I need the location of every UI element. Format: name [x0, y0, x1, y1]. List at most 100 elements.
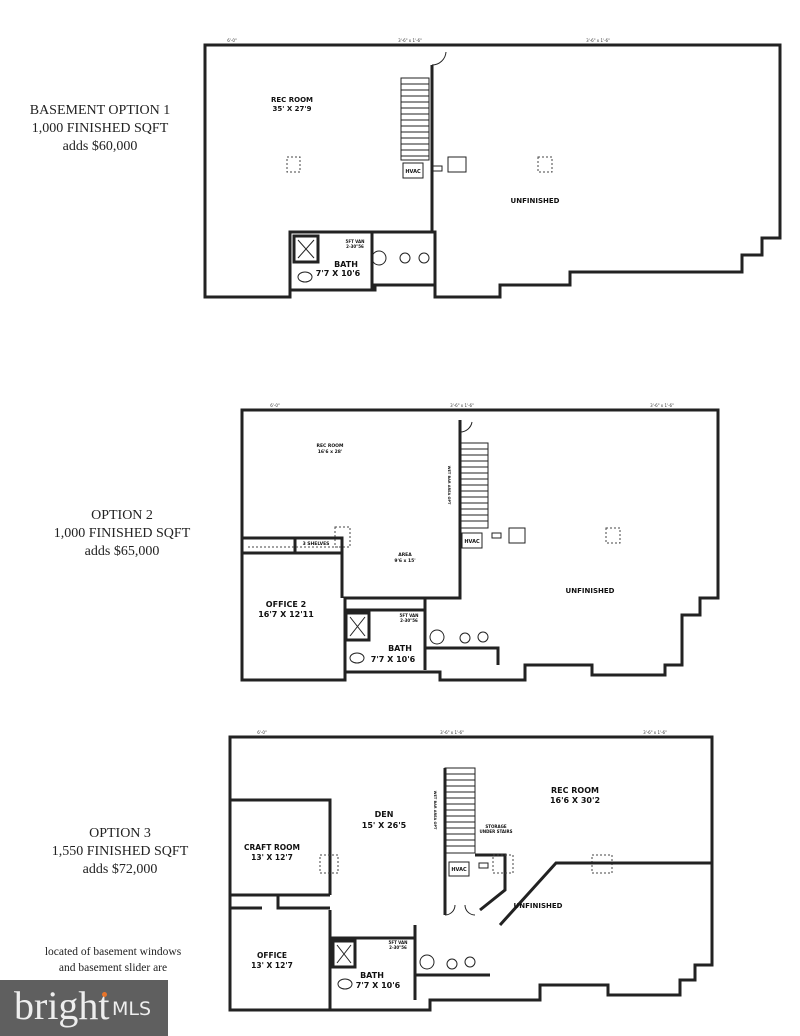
exterior-wall	[228, 735, 714, 1012]
window-dimension: 6'-0"	[270, 403, 280, 408]
toilet	[349, 652, 365, 664]
closet-walls	[242, 536, 344, 598]
water-heater	[491, 532, 502, 539]
hvac-label: HVAC	[405, 169, 421, 175]
bath-walls	[345, 598, 500, 670]
bath-label: BATH	[388, 644, 412, 653]
option-area: 1,000 FINISHED SQFT	[53, 526, 191, 541]
vanity-dimensions: 2-30"56	[346, 244, 364, 249]
office-label: OFFICE 2	[266, 600, 306, 609]
den-dimensions: 15' X 26'5	[362, 821, 407, 830]
rec-room-label: REC ROOM	[551, 786, 599, 795]
floor-plan-option-3: HVAC DEN 15' X 26'5 REC ROOM 16'6 X 30'2…	[228, 730, 714, 1012]
option-1-caption: BASEMENT OPTION 1 1,000 FINISHED SQFT ad…	[20, 102, 180, 156]
logo-brand: bright	[14, 983, 110, 1028]
hvac-unit	[402, 162, 424, 179]
wet-bar-label: WET BAR AREA OPT	[447, 466, 451, 505]
logo-suffix: MLS	[112, 998, 152, 1020]
door-swing	[459, 421, 473, 433]
window-dimension: 6'-0"	[257, 730, 267, 735]
craft-room-label: CRAFT ROOM	[244, 843, 300, 852]
option-3-caption: OPTION 3 1,550 FINISHED SQFT adds $72,00…	[40, 825, 200, 879]
support-column	[492, 854, 514, 874]
storage-label: STORAGE	[485, 824, 506, 829]
window-dimension: 3'-6" x 1'-6"	[440, 730, 464, 735]
area-label: AREA	[398, 552, 412, 558]
shower	[292, 234, 320, 264]
option-title: OPTION 2	[91, 508, 153, 523]
wet-bar-label: WET BAR AREA OPT	[433, 791, 437, 830]
window-dimension: 3'-6" x 1'-6"	[643, 730, 667, 735]
vanity-dimensions: 2-30"56	[400, 618, 418, 623]
craft-room-walls	[230, 798, 332, 910]
sump-pit	[371, 250, 387, 266]
bath-dimensions: 7'7 X 10'6	[371, 655, 416, 664]
shower	[344, 611, 371, 642]
door-swing	[444, 904, 476, 916]
den-label: DEN	[375, 810, 394, 819]
toilet	[297, 271, 313, 283]
office-dimensions: 13' X 12'7	[251, 961, 293, 970]
window-dimension: 6'-0"	[227, 38, 237, 43]
bath-walls	[288, 230, 437, 290]
hvac-unit	[448, 861, 470, 877]
rec-room-dimensions: 35' X 27'9	[273, 105, 312, 113]
rec-room-dimensions: 16'6 x 28'	[318, 449, 342, 455]
craft-room-dimensions: 13' X 12'7	[251, 853, 293, 862]
door-swing	[431, 51, 447, 66]
office-dimensions: 16'7 X 12'11	[258, 610, 314, 619]
water-heater	[432, 165, 443, 172]
ejector	[464, 956, 476, 968]
option-area: 1,000 FINISHED SQFT	[31, 121, 169, 136]
option-title: OPTION 3	[89, 826, 151, 841]
sump-pit	[419, 954, 435, 970]
note-line: located of basement windows	[44, 946, 182, 958]
unfinished-label: UNFINISHED	[511, 197, 560, 205]
hvac-label: HVAC	[464, 539, 480, 545]
ejector	[418, 252, 430, 264]
bath-walls	[330, 925, 490, 1000]
sump-pit	[429, 629, 445, 645]
area-dimensions: 9'6 x 15'	[394, 558, 415, 564]
storage-label: UNDER STAIRS	[480, 829, 513, 834]
drain	[459, 632, 471, 644]
rec-room-dimensions: 16'6 X 30'2	[550, 796, 600, 805]
bright-mls-logo: bright MLS	[0, 980, 168, 1036]
vanity-label: 5FT VAN	[389, 940, 408, 945]
unfinished-label: UNFINISHED	[514, 902, 563, 910]
option-price: adds $72,000	[82, 862, 158, 877]
option-2-caption: OPTION 2 1,000 FINISHED SQFT adds $65,00…	[42, 507, 202, 561]
bath-label: BATH	[334, 260, 358, 269]
rec-room-label: REC ROOM	[316, 443, 344, 449]
interior-wall	[343, 420, 462, 672]
ejector	[477, 631, 489, 643]
toilet	[337, 978, 353, 990]
support-column	[286, 156, 301, 173]
windows-note: located of basement windows and basement…	[38, 944, 188, 976]
drain	[399, 252, 411, 264]
office-label: OFFICE	[257, 951, 287, 960]
window-dimension: 3'-6" x 1'-6"	[586, 38, 610, 43]
bath-dimensions: 7'7 X 10'6	[316, 269, 361, 278]
staircase	[400, 77, 430, 161]
staircase	[459, 442, 489, 529]
support-column	[537, 156, 553, 173]
rec-room-label: REC ROOM	[271, 96, 313, 104]
staircase	[444, 767, 476, 854]
window-dimension: 3'-6" x 1'-6"	[650, 403, 674, 408]
water-heater	[478, 862, 489, 869]
bath-label: BATH	[360, 971, 384, 980]
drain	[446, 958, 458, 970]
utility-box	[508, 527, 526, 544]
bath-dimensions: 7'7 X 10'6	[356, 981, 401, 990]
hvac-label: HVAC	[451, 867, 467, 873]
vanity-label: 5FT VAN	[400, 613, 419, 618]
support-column	[319, 854, 339, 874]
option-title: BASEMENT OPTION 1	[29, 103, 171, 118]
logo-spark-icon	[102, 992, 107, 997]
floor-plan-option-2: HVAC 3 SHELVES REC ROOM 16'6 x 28' AREA …	[240, 403, 720, 682]
window-dimension: 3'-6" x 1'-6"	[398, 38, 422, 43]
window-dimension: 3'-6" x 1'-6"	[450, 403, 474, 408]
vanity-dimensions: 2-30"56	[389, 945, 407, 950]
